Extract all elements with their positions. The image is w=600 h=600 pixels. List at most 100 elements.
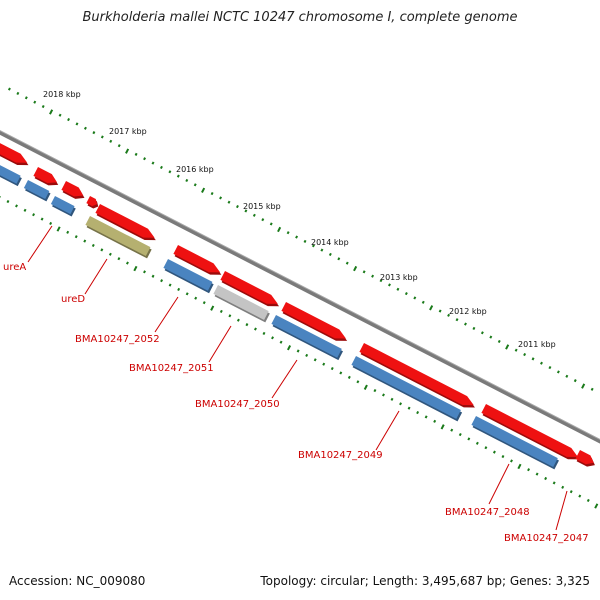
scale-label-2017: 2017 kbp [109, 127, 147, 136]
inner-tick [100, 248, 104, 252]
inner-tick [433, 419, 437, 423]
inner-tick [458, 432, 462, 437]
inner-tick [125, 261, 129, 265]
scale-tick [67, 117, 71, 122]
scale-tick [7, 87, 11, 91]
forward-gene [95, 204, 155, 238]
forward-gene [481, 404, 578, 457]
map-title: Burkholderia mallei NCTC 10247 chromosom… [82, 10, 518, 25]
inner-tick [569, 490, 573, 494]
inner-tick [49, 221, 53, 226]
forward-gene [359, 343, 474, 406]
scale-tick [505, 344, 510, 350]
leader-bma2047 [555, 490, 568, 531]
inner-tick [202, 301, 206, 305]
gene-label-bma2047: BMA10247_2047 [504, 533, 589, 544]
inner-tick [313, 358, 317, 362]
chromosome-backbone [0, 130, 600, 444]
inner-tick [330, 367, 334, 371]
scale-tick [92, 131, 96, 135]
inner-tick [108, 252, 112, 256]
leader-bma2052 [154, 296, 179, 333]
scale-tick [75, 122, 79, 126]
inner-tick [544, 476, 548, 481]
scale-tick [455, 318, 459, 322]
inner-tick [594, 503, 599, 509]
scale-tick [447, 313, 451, 317]
inner-tick [245, 323, 249, 327]
inner-tick [210, 305, 215, 311]
accession-text: Accession: NC_009080 [9, 574, 146, 588]
scale-tick [201, 187, 206, 193]
reverse-gene [0, 165, 21, 184]
inner-tick [185, 292, 189, 296]
scale-tick [573, 379, 577, 383]
inner-tick [339, 371, 343, 375]
scale-tick [244, 209, 248, 213]
gene-labels: ureA ureD BMA10247_2052 BMA10247_2051 BM… [3, 262, 589, 544]
inner-tick [83, 239, 87, 243]
inner-tick [15, 204, 18, 208]
scale-tick [295, 235, 299, 239]
scale-label-2011: 2011 kbp [518, 340, 556, 349]
gene-label-ureD: ureD [61, 294, 85, 305]
inner-tick [296, 349, 300, 353]
scale-tick [235, 205, 239, 209]
scale-tick [565, 374, 569, 378]
inner-tick [262, 331, 266, 335]
gene-label-bma2049: BMA10247_2049 [298, 450, 383, 461]
leader-bma2050 [271, 359, 298, 399]
reverse-gene [351, 356, 461, 419]
inner-tick [382, 393, 385, 397]
leader-ureA [27, 225, 53, 263]
inner-tick [143, 270, 146, 274]
scale-tick [286, 231, 290, 235]
inner-tick [510, 459, 513, 463]
inner-tick [407, 406, 411, 410]
scale-tick [421, 300, 425, 304]
scale-tick [219, 196, 223, 200]
inner-tick [66, 230, 70, 234]
scale-tick [581, 383, 586, 389]
inner-tick [561, 485, 565, 489]
scale-tick [413, 296, 417, 300]
leader-bma2048 [488, 463, 510, 505]
scale-tick [353, 265, 358, 272]
scale-tick [379, 278, 383, 283]
inner-tick [416, 410, 420, 415]
reverse-gene [471, 416, 558, 468]
scale-tick [320, 248, 324, 252]
inner-tick [484, 446, 488, 450]
inner-tick [6, 199, 10, 204]
topology-text: Topology: circular; Length: 3,495,687 bp… [260, 574, 590, 588]
gene-label-ureA: ureA [3, 262, 26, 273]
scale-tick [277, 226, 282, 233]
inner-tick [363, 384, 368, 390]
inner-tick [424, 415, 428, 419]
inner-tick [271, 336, 274, 340]
scale-tick [58, 113, 62, 117]
reverse-gene [23, 180, 50, 199]
inner-tick [279, 340, 283, 344]
gene-label-bma2051: BMA10247_2051 [129, 363, 214, 374]
forward-gene [220, 271, 278, 304]
scale-tick [480, 331, 484, 335]
scale-label-2018: 2018 kbp [43, 90, 81, 99]
scale-label-2014: 2014 kbp [311, 238, 349, 247]
inner-tick [168, 283, 172, 287]
scale-tick [193, 183, 197, 187]
scale-tick [438, 309, 442, 313]
scale-tick [24, 96, 28, 100]
scale-label-2015: 2015 kbp [243, 202, 281, 211]
scale-tick [117, 144, 121, 148]
inner-tick [586, 498, 590, 503]
inner-tick [501, 454, 505, 459]
gene-features [0, 143, 595, 470]
scale-tick [227, 200, 231, 204]
scale-tick [41, 104, 45, 109]
scale-tick [261, 218, 265, 222]
inner-tick [56, 226, 61, 232]
scale-tick [523, 352, 527, 357]
scale-tick [464, 322, 467, 326]
